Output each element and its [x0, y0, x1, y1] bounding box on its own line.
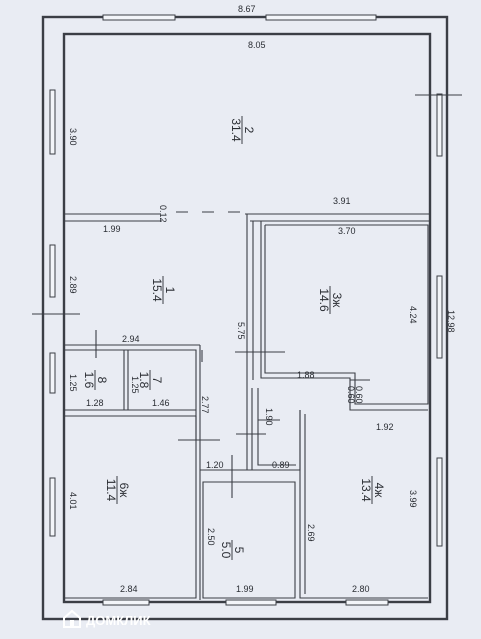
room-area: 1.8 [137, 372, 151, 389]
dim-hall-mid: 1.90 [264, 408, 274, 426]
dim-room4-width: 2.80 [352, 584, 370, 594]
room-area: 11.4 [104, 479, 118, 502]
room-number: 7 [150, 377, 164, 384]
dim-room3-height: 4.24 [408, 306, 418, 324]
dim-partition: 0.12 [158, 205, 168, 223]
dim-step-b: 0.60 [354, 386, 364, 404]
room-number: 1 [163, 287, 177, 294]
dim-room5-height: 2.50 [206, 528, 216, 546]
dim-room7-width: 1.46 [152, 398, 170, 408]
room-area: 31.4 [229, 118, 243, 142]
dimension-labels: 8.67 8.05 3.90 12.98 3.91 1.99 0.12 2.89… [68, 4, 456, 594]
dim-corridor-top: 3.91 [333, 196, 351, 206]
room-label-2: 2 31.4 [229, 116, 256, 144]
dim-room4-left: 2.69 [306, 524, 316, 542]
dim-room4-top: 1.92 [376, 422, 394, 432]
dim-room5-right-top: 0.89 [272, 460, 290, 470]
dim-room3-width: 3.70 [338, 226, 356, 236]
room-area: 14.6 [317, 288, 331, 312]
room-label-8: 8 1.6 [82, 370, 109, 390]
dim-room1-width: 1.99 [103, 224, 121, 234]
room-label-3: 3ж 14.6 [317, 286, 344, 314]
house-logo-icon [63, 609, 81, 628]
room-area: 13.4 [359, 478, 373, 502]
room-number: 8 [95, 377, 109, 384]
dim-room6-height: 4.01 [68, 492, 78, 510]
room-label-6: 6ж 11.4 [104, 476, 131, 504]
room-number: 3ж [330, 293, 344, 308]
dim-room4-height: 3.99 [408, 490, 418, 508]
room-labels: 2 31.4 1 15.4 3ж 14.6 8 1.6 7 1.8 4ж 13.… [82, 116, 386, 560]
room-label-1: 1 15.4 [150, 276, 177, 304]
dim-hall-width: 5.75 [236, 322, 246, 340]
dim-room1-height: 2.89 [68, 276, 78, 294]
dim-right-overall: 12.98 [446, 310, 456, 333]
dim-room7-top: 2.94 [122, 334, 140, 344]
dim-step-width: 1.88 [297, 370, 315, 380]
room-label-7: 7 1.8 [137, 370, 164, 390]
dim-top-overall: 8.67 [238, 4, 256, 14]
room-number: 2 [242, 127, 256, 134]
room-label-5: 5 5.0 [219, 540, 246, 560]
windows [49, 14, 443, 606]
watermark: ДОМКЛИК [63, 609, 151, 628]
dim-room7-height: 1.25 [130, 376, 140, 394]
room-area: 15.4 [150, 278, 164, 302]
room-area: 1.6 [82, 372, 96, 389]
dim-top-inner: 8.05 [248, 40, 266, 50]
room-number: 6ж [117, 483, 131, 498]
outer-walls [41, 15, 449, 621]
room-number: 4ж [372, 483, 386, 498]
dim-room8-height: 1.25 [68, 374, 78, 392]
room-area: 5.0 [219, 542, 233, 559]
dim-room5-width: 1.99 [236, 584, 254, 594]
room-number: 5 [232, 547, 246, 554]
dim-left-upper: 3.90 [68, 128, 78, 146]
dim-step-a: 0.60 [346, 386, 356, 404]
interior-walls [64, 211, 430, 600]
watermark-text: ДОМКЛИК [86, 613, 151, 628]
room-label-4: 4ж 13.4 [359, 476, 386, 504]
section-marks [32, 94, 462, 498]
dim-hall-lower: 2.77 [200, 396, 210, 414]
dim-room8-width: 1.28 [86, 398, 104, 408]
dim-room5-left-top: 1.20 [206, 460, 224, 470]
dim-room6-width: 2.84 [120, 584, 138, 594]
